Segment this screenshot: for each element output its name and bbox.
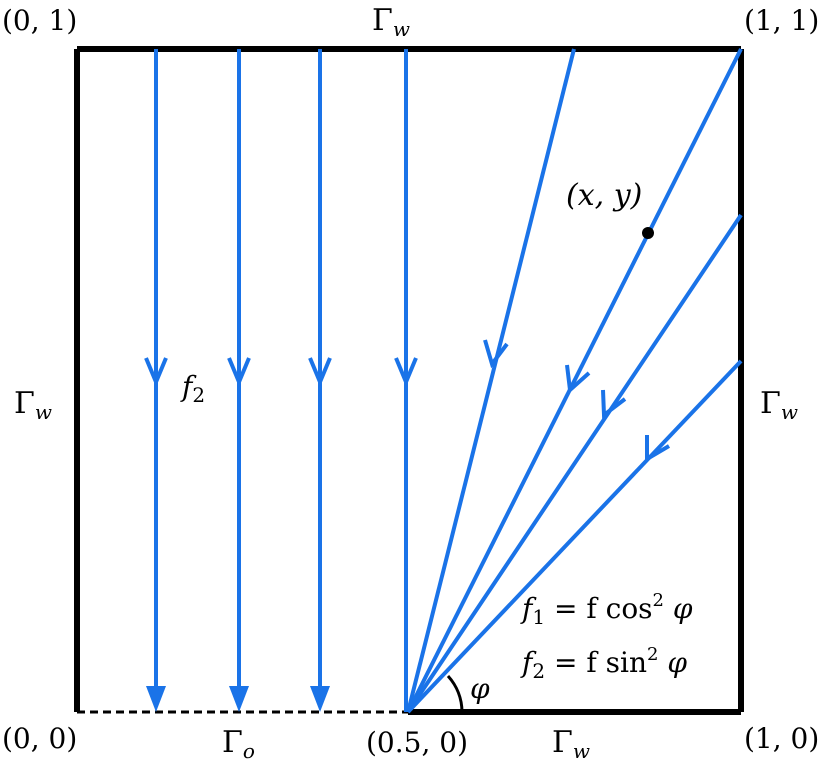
diagonal-flow-line <box>406 48 576 713</box>
equation-f1: f1 = f cos2 φ <box>520 590 693 629</box>
chevron-down-icon <box>227 357 251 388</box>
boundary-label-left: Γw <box>14 386 52 424</box>
angle-label: φ <box>470 672 490 705</box>
corner-label-top-left: (0, 1) <box>2 4 77 37</box>
chevron-down-icon <box>394 357 418 388</box>
boundary-label-bottom-right: Γw <box>552 725 590 763</box>
boundary-label-outflow: Γo <box>222 725 255 763</box>
corner-label-top-right: (1, 1) <box>744 4 819 37</box>
chevron-icon <box>601 389 627 419</box>
diagonal-flow-line <box>406 213 743 714</box>
bottom-arrowheads <box>146 686 330 712</box>
chevron-icon <box>645 435 671 463</box>
domain-boundary <box>74 46 744 715</box>
arrowhead-down-icon <box>146 686 166 712</box>
chevron-down-icon <box>308 357 332 388</box>
boundary-label-right: Γw <box>760 386 798 424</box>
corner-label-bottom-mid: (0.5, 0) <box>366 726 468 759</box>
angle-arc <box>446 674 464 713</box>
vertical-flow-lines <box>144 49 418 712</box>
diagonal-flow-lines <box>406 48 743 714</box>
boundary-label-top: Γw <box>372 3 410 41</box>
diagonal-flow-line <box>406 359 743 714</box>
arrowhead-down-icon <box>229 686 249 712</box>
diagonal-flow-line <box>406 48 743 713</box>
f2-label: f2 <box>180 370 205 407</box>
chevron-down-icon <box>144 357 168 388</box>
corner-label-bottom-right: (1, 0) <box>744 722 819 755</box>
equation-f2: f2 = f sin2 φ <box>520 644 687 683</box>
corner-label-bottom-left: (0, 0) <box>2 722 77 755</box>
chevron-icon <box>483 339 509 369</box>
point-marker <box>642 227 654 239</box>
point-label: (x, y) <box>566 178 642 213</box>
arrowhead-down-icon <box>310 686 330 712</box>
chevron-icon <box>565 364 591 395</box>
